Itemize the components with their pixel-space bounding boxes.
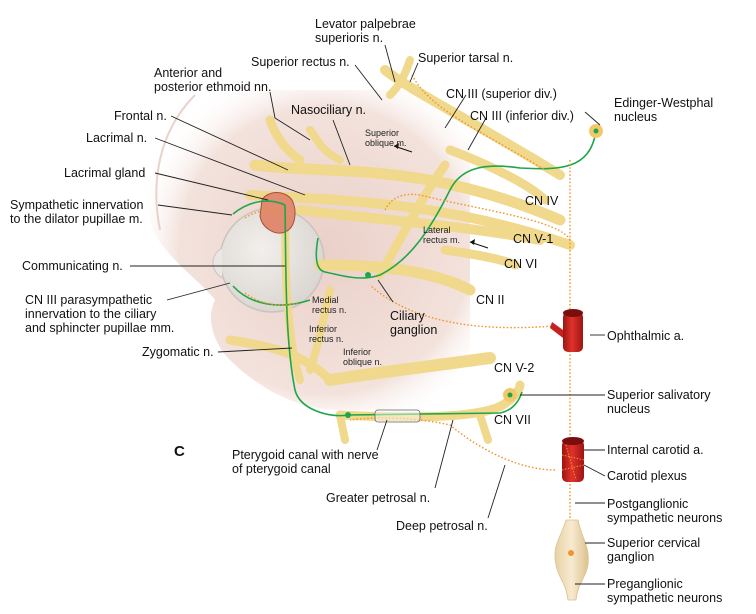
label-pterygoid-canal: Pterygoid canal with nerve of pterygoid … [232, 448, 382, 476]
superior-cervical-ganglion [554, 519, 589, 601]
label-zygomatic: Zygomatic n. [142, 345, 214, 359]
label-cn3-inferior: CN III (inferior div.) [470, 109, 574, 123]
label-inferior-oblique: Inferior oblique n. [343, 347, 382, 367]
nerve-trunks [225, 56, 575, 444]
label-levator-palpebrae: Levator palpebrae superioris n. [315, 17, 419, 45]
label-communicating: Communicating n. [22, 259, 123, 273]
edinger-westphal-nucleus-marker [589, 124, 603, 138]
label-lacrimal-gland: Lacrimal gland [64, 166, 145, 180]
label-edinger-westphal: Edinger-Westphal nucleus [614, 96, 717, 124]
label-medial-rectus: Medial rectus n. [312, 295, 347, 315]
label-preganglionic: Preganglionic sympathetic neurons [607, 577, 722, 605]
internal-carotid-artery [561, 437, 585, 482]
label-cn3-parasympathetic: CN III parasympathetic innervation to th… [25, 293, 174, 335]
ciliary-ganglion-node [365, 272, 371, 278]
ophthalmic-artery [550, 309, 583, 352]
label-cn2: CN II [476, 293, 504, 307]
label-nasociliary: Nasociliary n. [291, 103, 366, 117]
label-greater-petrosal: Greater petrosal n. [326, 491, 430, 505]
pterygoid-canal [374, 409, 421, 423]
label-ethmoid: Anterior and posterior ethmoid nn. [154, 66, 271, 94]
label-sympathetic-dilator: Sympathetic innervation to the dilator p… [10, 198, 147, 226]
label-superior-oblique: Superior oblique m. [365, 128, 407, 148]
label-inferior-rectus: Inferior rectus n. [309, 324, 344, 344]
lacrimal-gland [259, 192, 296, 234]
label-superior-cervical-ganglion: Superior cervical ganglion [607, 536, 704, 564]
leader-lines [130, 44, 606, 585]
label-frontal: Frontal n. [114, 109, 167, 123]
panel-letter: C [174, 443, 185, 460]
label-lateral-rectus: Lateral rectus m. [423, 225, 460, 245]
label-cn3-superior: CN III (superior div.) [446, 87, 557, 101]
label-superior-tarsal: Superior tarsal n. [418, 51, 513, 65]
label-cn6: CN VI [504, 257, 537, 271]
labels: Levator palpebrae superioris n. Superior… [10, 17, 722, 605]
label-ophthalmic-artery: Ophthalmic a. [607, 329, 684, 343]
label-carotid-plexus: Carotid plexus [607, 469, 687, 483]
label-cn4: CN IV [525, 194, 559, 208]
label-cn5-1: CN V-1 [513, 232, 553, 246]
superior-salivatory-nucleus-marker [503, 388, 517, 402]
label-cn5-2: CN V-2 [494, 361, 534, 375]
label-postganglionic: Postganglionic sympathetic neurons [607, 497, 722, 525]
pterygopalatine-node [345, 412, 351, 418]
label-superior-rectus: Superior rectus n. [251, 55, 350, 69]
muscle-arrows [393, 143, 489, 249]
label-deep-petrosal: Deep petrosal n. [396, 519, 488, 533]
label-ciliary-ganglion: Ciliary ganglion [390, 309, 437, 337]
label-lacrimal-n: Lacrimal n. [86, 131, 147, 145]
label-internal-carotid: Internal carotid a. [607, 443, 704, 457]
label-cn7: CN VII [494, 413, 531, 427]
parasympathetic-fibers [232, 130, 597, 417]
label-superior-salivatory: Superior salivatory nucleus [607, 388, 714, 416]
